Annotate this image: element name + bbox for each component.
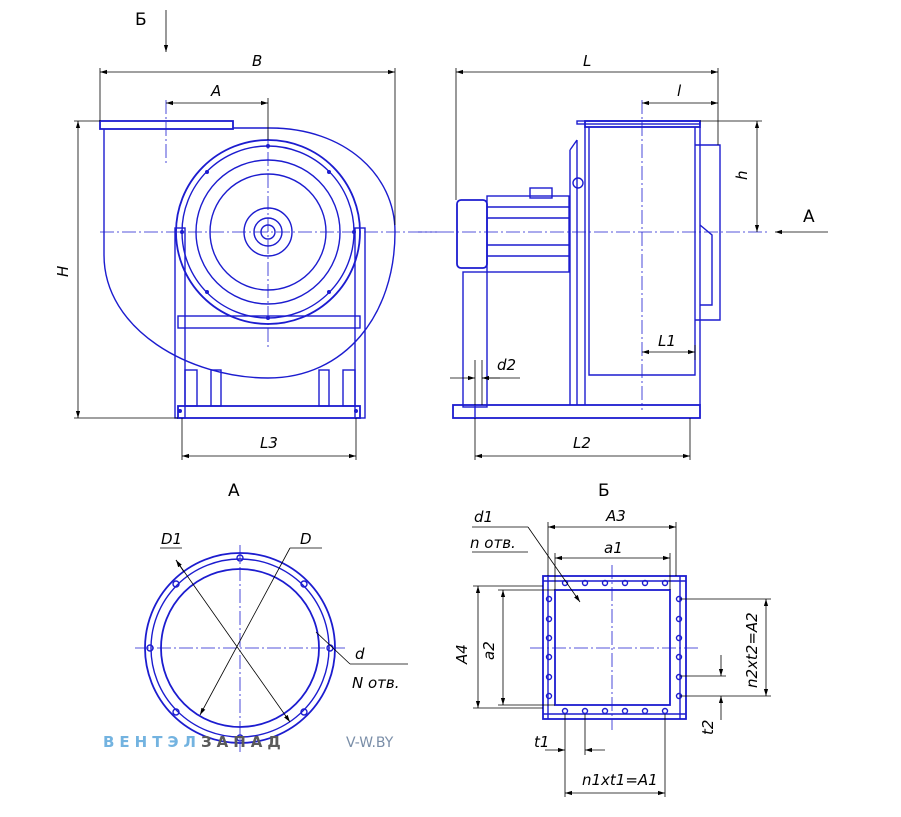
bolt-hole [661, 707, 669, 715]
dim-d-small-label: d [355, 645, 365, 663]
dim-a3-label: A3 [605, 507, 626, 525]
dim-l3-label: L3 [260, 434, 278, 452]
dim-a2-small-label: a2 [480, 641, 498, 660]
dim-d2-label: d2 [497, 356, 516, 374]
bolt-hole [545, 692, 553, 700]
dim-l-label: L [583, 52, 591, 70]
dim-h-small-label: h [733, 170, 751, 180]
dim-d1-small-label: d1 [474, 508, 493, 526]
section-a-flange [135, 545, 408, 752]
arrow-b-label: Б [135, 10, 147, 30]
dim-a-label: A [210, 82, 221, 100]
dim-h-label: H [54, 266, 72, 277]
dim-n2t2-label: n2xt2=A2 [743, 612, 761, 688]
bolt-hole [581, 707, 589, 715]
dim-l-small-label: l [677, 82, 682, 100]
dim-t2-label: t2 [699, 720, 717, 735]
bolt-hole [545, 673, 553, 681]
bolt-hole [675, 673, 683, 681]
brand-logo: ВЕНТЭЛЗАПАД [103, 733, 286, 751]
bolt-hole [545, 634, 553, 642]
dim-n1t1-label: n1xt1=A1 [582, 771, 658, 789]
front-view [74, 10, 440, 460]
section-a-title: А [228, 481, 240, 501]
section-b-flange [472, 522, 771, 797]
dim-d-label: D [300, 530, 312, 548]
dim-a4-label: A4 [453, 644, 471, 665]
holes-n-label: N отв. [352, 674, 400, 692]
bolt-hole [675, 634, 683, 642]
holes-n-small-label: n отв. [470, 534, 516, 552]
side-view [418, 68, 828, 460]
bolt-hole [545, 595, 553, 603]
brand-part-2: ЗАПАД [200, 733, 286, 751]
bolt-hole [621, 707, 629, 715]
dim-t1-label: t1 [534, 733, 549, 751]
bolt-hole [545, 653, 553, 661]
bolt-hole [661, 579, 669, 587]
site-url: V-W.BY [346, 735, 394, 751]
bolt-hole [545, 615, 553, 623]
bolt-hole [641, 579, 649, 587]
bolt-hole [601, 579, 609, 587]
dim-a1-small-label: a1 [604, 539, 623, 557]
dim-l2-label: L2 [573, 434, 591, 452]
arrow-a-label: А [803, 207, 815, 227]
labels: B A H L3 Б L l h А L1 d2 L2 А Б D1 D d N… [54, 10, 815, 789]
dim-b-label: B [252, 52, 262, 70]
brand-part-1: ВЕНТЭЛ [103, 733, 201, 751]
bolt-hole [675, 653, 683, 661]
dim-d1-label: D1 [161, 530, 182, 548]
bolt-hole [641, 707, 649, 715]
bolt-hole [581, 579, 589, 587]
section-b-title: Б [598, 481, 610, 501]
dim-l1-label: L1 [658, 332, 676, 350]
bolt-hole [621, 579, 629, 587]
bolt-hole [561, 707, 569, 715]
bolt-hole [601, 707, 609, 715]
bolt-hole [675, 615, 683, 623]
